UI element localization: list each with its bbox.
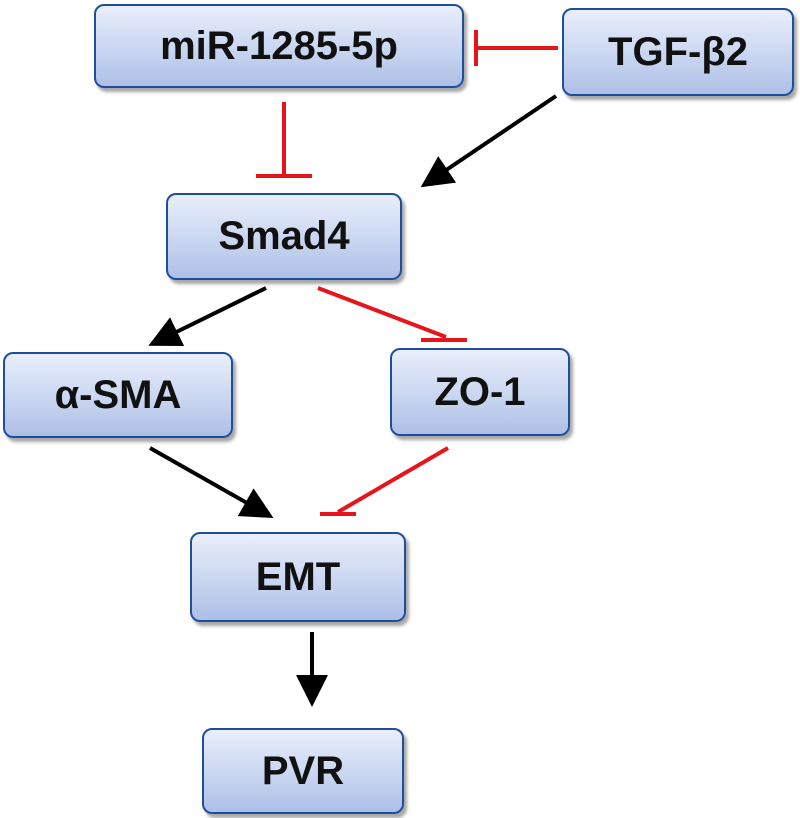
node-zo-1: ZO-1: [390, 348, 570, 436]
node-pvr: PVR: [202, 728, 404, 814]
edge-tgf-activates-smad4: [420, 94, 558, 188]
node-tgf-beta2: TGF-β2: [562, 8, 794, 96]
edge-asma-activates-emt: [149, 446, 274, 518]
node-emt: EMT: [190, 532, 406, 622]
edge-smad4-activates-asma: [148, 286, 267, 347]
edge-smad4-inhibits-zo1: [317, 286, 467, 342]
edge-mir-inhibits-smad4: [256, 102, 312, 178]
node-smad4: Smad4: [166, 193, 402, 280]
edge-zo1-inhibits-emt: [320, 446, 450, 516]
node-alpha-sma: α-SMA: [3, 352, 233, 438]
node-mir-1285-5p: miR-1285-5p: [94, 4, 464, 88]
edge-tgf-inhibits-mir: [474, 30, 558, 66]
